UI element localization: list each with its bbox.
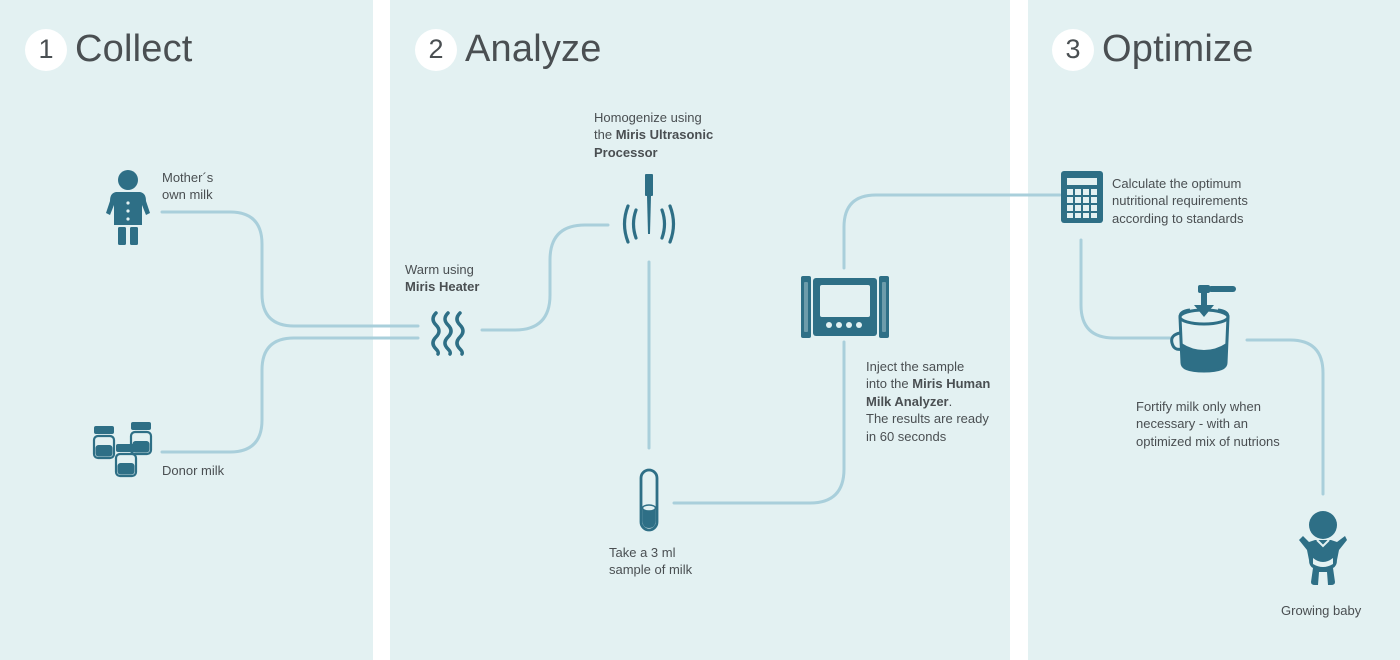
connector-fortifier-to-baby	[1245, 338, 1325, 496]
step-1-heading: 1 Collect	[25, 28, 193, 71]
step-3-title: Optimize	[1102, 28, 1254, 70]
fortifier-cup-icon	[1170, 283, 1240, 375]
homogenize-label: Homogenize using the Miris Ultrasonic Pr…	[594, 110, 714, 160]
fortify-label: Fortify milk only when necessary - with …	[1136, 399, 1280, 449]
analyzer-device-icon	[801, 276, 889, 338]
ultrasonic-processor-icon	[618, 172, 680, 248]
baby-label: Growing baby	[1281, 603, 1362, 618]
test-tube-icon	[638, 466, 662, 536]
calculator-icon	[1061, 171, 1103, 223]
step-1-number: 1	[25, 28, 67, 71]
heater-waves-icon	[428, 310, 468, 356]
step-2-heading: 2 Analyze	[415, 28, 602, 71]
step-3-number: 3	[1052, 28, 1094, 71]
connector-donor-to-heater	[160, 336, 420, 454]
collect-panel	[0, 0, 373, 660]
sample-label: Take a 3 ml sample of milk	[609, 545, 693, 578]
step-1-title: Collect	[75, 28, 193, 70]
baby-icon	[1299, 510, 1349, 586]
connector-sample-to-analyzer	[672, 340, 846, 505]
step-2-title: Analyze	[465, 28, 602, 70]
calculate-label: Calculate the optimum nutritional requir…	[1112, 176, 1248, 226]
step-3-heading: 3 Optimize	[1052, 28, 1254, 71]
connector-calculator-to-fortifier	[1079, 238, 1172, 340]
mother-icon	[102, 169, 154, 247]
inject-label: Inject the sample into the Miris Human M…	[866, 359, 991, 444]
step-2-number: 2	[415, 28, 457, 71]
mothers-milk-label: Mother´s own milk	[162, 170, 214, 203]
connector-heater-to-processor	[480, 223, 610, 332]
connector-analyzer-to-calculator	[842, 193, 1062, 270]
donor-milk-label: Donor milk	[162, 463, 225, 478]
donor-milk-bottles-icon	[92, 420, 154, 486]
warm-label: Warm using Miris Heater	[405, 262, 480, 295]
connector-mother-to-heater	[160, 210, 420, 328]
